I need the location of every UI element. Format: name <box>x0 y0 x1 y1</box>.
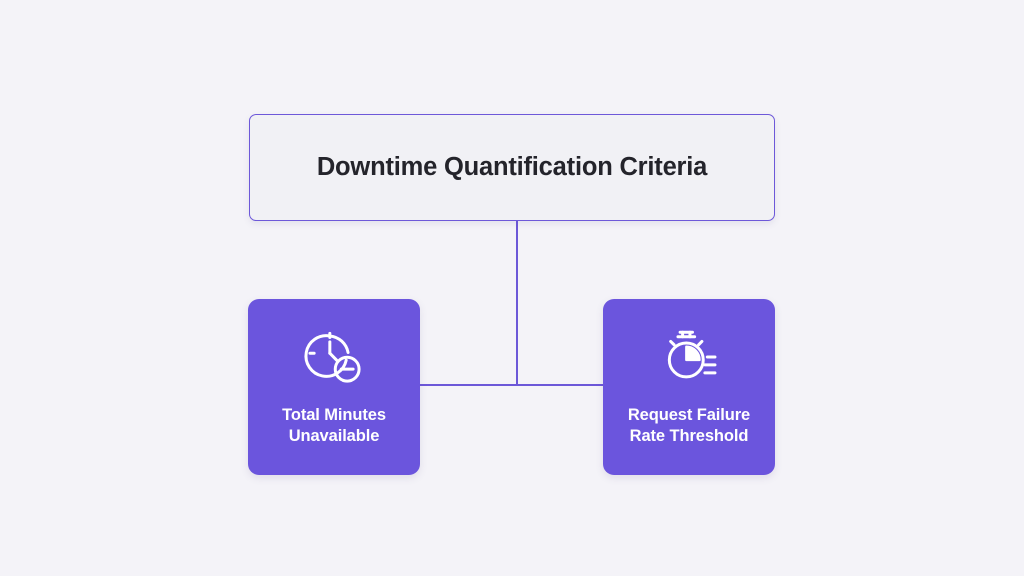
child-node-label: Total Minutes Unavailable <box>282 406 386 446</box>
child-node-request-failure-rate-threshold[interactable]: Request Failure Rate Threshold <box>603 299 775 475</box>
child-node-total-minutes-unavailable[interactable]: Total Minutes Unavailable <box>248 299 420 475</box>
connector-branch-horizontal <box>419 384 605 386</box>
root-node-title: Downtime Quantification Criteria <box>316 153 708 181</box>
root-node[interactable]: Downtime Quantification Criteria <box>249 114 775 221</box>
stopwatch-speed-icon <box>658 325 720 387</box>
clock-minus-icon <box>303 325 365 387</box>
child-node-label: Request Failure Rate Threshold <box>627 406 751 446</box>
connector-trunk-vertical <box>516 221 518 386</box>
